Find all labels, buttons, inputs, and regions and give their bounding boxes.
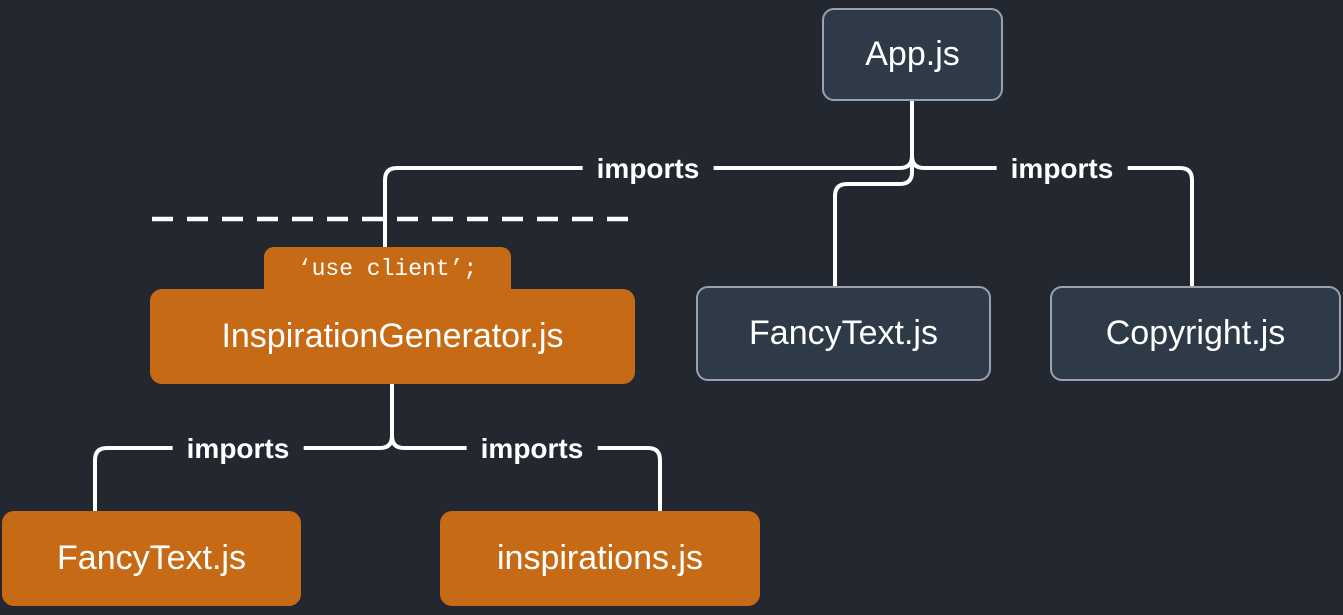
- node-inspiration-generator-js-label: InspirationGenerator.js: [221, 317, 564, 355]
- node-inspiration-generator-js: InspirationGenerator.js: [150, 289, 635, 384]
- node-fancytext-js-server-label: FancyText.js: [749, 314, 938, 352]
- node-fancytext-js-client-label: FancyText.js: [57, 539, 246, 577]
- edge-app-to-fancytext: [833, 99, 914, 289]
- node-copyright-js-label: Copyright.js: [1105, 314, 1286, 352]
- node-inspirations-js: inspirations.js: [440, 511, 760, 606]
- node-fancytext-js-client: FancyText.js: [2, 511, 301, 606]
- node-app-js: App.js: [822, 8, 1003, 101]
- edge-label-imports-app-inspiration: imports: [582, 151, 714, 187]
- edge-label-imports-app-copyright: imports: [996, 151, 1128, 187]
- node-app-js-label: App.js: [865, 35, 960, 73]
- node-inspirations-js-label: inspirations.js: [497, 539, 703, 577]
- edge-label-imports-generator-fancytext: imports: [172, 431, 304, 467]
- node-copyright-js: Copyright.js: [1050, 286, 1341, 381]
- edge-app-to-copyright: [910, 99, 1194, 289]
- edge-label-imports-generator-inspirations: imports: [466, 431, 598, 467]
- use-client-badge-label: ‘use client’;: [297, 255, 478, 282]
- use-client-badge: ‘use client’;: [264, 247, 511, 290]
- node-fancytext-js-server: FancyText.js: [696, 286, 991, 381]
